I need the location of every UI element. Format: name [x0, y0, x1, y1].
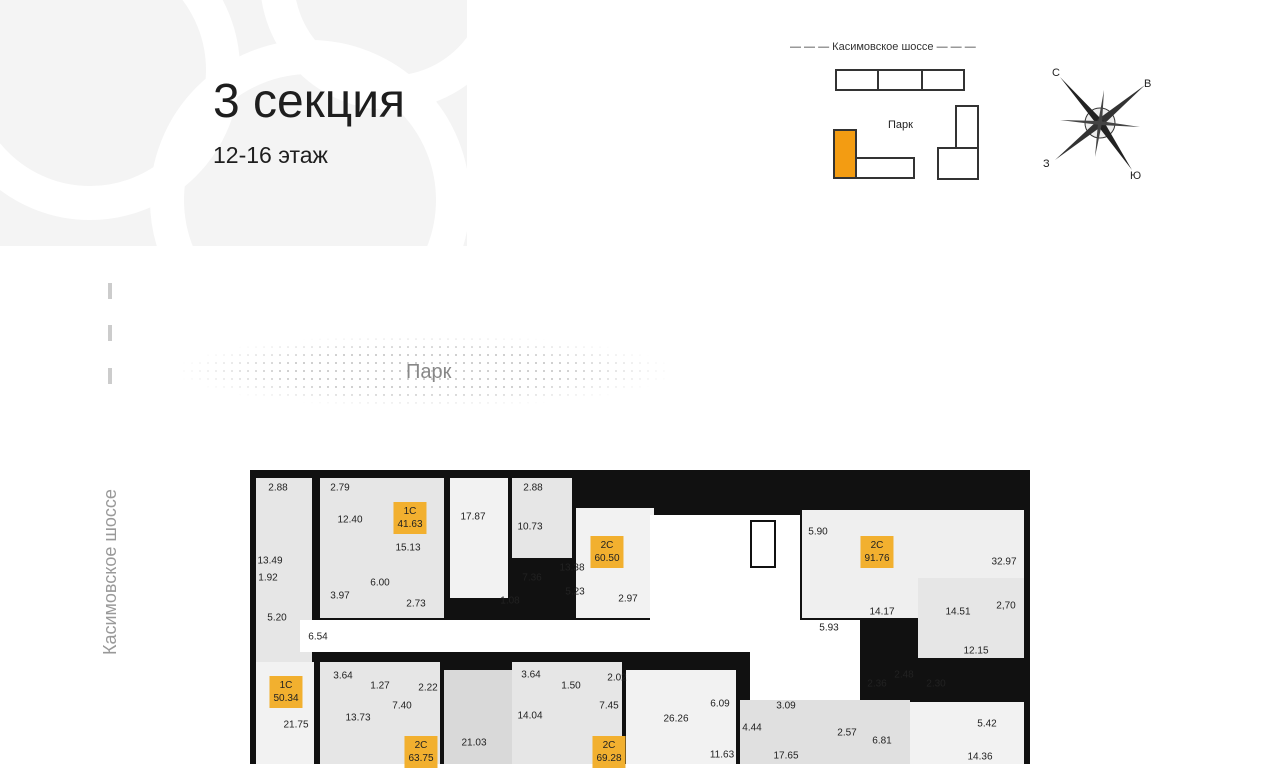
room-area: 3.09 [776, 700, 796, 712]
room-area: 7.45 [599, 700, 619, 712]
compass-north: С [1052, 67, 1060, 79]
road-label: Касимовское шоссе [100, 489, 120, 655]
minimap-park: Парк [888, 119, 913, 131]
road-dash [108, 325, 112, 341]
room-area: 17.65 [773, 750, 799, 762]
room-area: 2,70 [996, 600, 1016, 612]
apartment-area: 91.76 [864, 553, 890, 564]
apartment-area: 69.28 [596, 753, 622, 764]
room-area: 6.54 [308, 631, 328, 643]
section-title: 3 секция [213, 75, 406, 128]
apartment-badge-1c-50[interactable]: 1С 50.34 [269, 676, 303, 708]
room-area: 2.22 [418, 682, 438, 694]
decorative-pattern [0, 0, 467, 246]
apartment-type: 1С [403, 506, 417, 517]
room-area: 1.92 [258, 572, 278, 584]
room-area: 5.20 [267, 612, 287, 624]
room-area: 3.64 [521, 669, 541, 681]
room-area: 3.64 [333, 670, 353, 682]
room-area: 2.97 [618, 593, 638, 605]
apartment-badge-2c-69[interactable]: 2С 69.28 [592, 736, 626, 768]
room-area: 7.40 [392, 700, 412, 712]
room-area: 6.09 [710, 698, 730, 710]
room-area: 2.88 [523, 482, 543, 494]
room-area: 6.81 [872, 735, 892, 747]
room-area: 6.00 [370, 577, 390, 589]
road-dash [108, 368, 112, 384]
building-east [955, 105, 979, 155]
floor-range: 12-16 этаж [213, 142, 328, 168]
room-area: 21.03 [461, 737, 487, 749]
room-area: 2.02 [607, 672, 627, 684]
building-north [835, 69, 965, 91]
room-area: 3.97 [330, 590, 350, 602]
apartment-area: 60.50 [594, 553, 620, 564]
room-area: 5.90 [808, 526, 828, 538]
room-area: 12.40 [337, 514, 363, 526]
room-area: 21.75 [283, 719, 309, 731]
site-minimap: — — — Касимовское шоссе — — — Парк [790, 35, 1020, 195]
apartment-area: 41.63 [397, 519, 423, 530]
room-area: 13.49 [257, 555, 283, 567]
room-area: 2.79 [330, 482, 350, 494]
apartment-area: 63.75 [408, 753, 434, 764]
apartment-badge-2c-63[interactable]: 2С 63.75 [404, 736, 438, 768]
room-area: 15.13 [395, 542, 421, 554]
room-area: 14.51 [945, 606, 971, 618]
room-area: 14.36 [967, 751, 993, 763]
apartment-type: 2С [600, 540, 614, 551]
compass-west: З [1043, 158, 1050, 170]
room-area: 1.08 [500, 595, 520, 607]
room-area: 14.17 [869, 606, 895, 618]
room-area: 2.48 [894, 669, 914, 681]
apartment-badge-2c-91[interactable]: 2С 91.76 [860, 536, 894, 568]
building-south-west [855, 157, 915, 179]
room-area: 12.15 [963, 645, 989, 657]
room-area: 2.73 [406, 598, 426, 610]
park-dots [180, 335, 670, 407]
compass-rose: С В З Ю [1040, 65, 1160, 190]
park-label: Парк [406, 361, 452, 383]
room-area: 5.93 [819, 622, 839, 634]
room-area: 2.30 [926, 678, 946, 690]
room-area: 26.26 [663, 713, 689, 725]
compass-icon [1055, 77, 1145, 170]
room-area: 1.50 [561, 680, 581, 692]
room-area: 2.36 [867, 678, 887, 690]
apartment-badge-1c-41[interactable]: 1С 41.63 [393, 502, 427, 534]
room-area: 11.63 [709, 749, 735, 761]
room-area: 14.04 [517, 710, 543, 722]
room-area: 2.88 [268, 482, 288, 494]
apartment-type: 1С [279, 680, 293, 691]
compass-south: Ю [1130, 170, 1142, 182]
room-area: 7.36 [522, 572, 542, 584]
room-area: 4.44 [742, 722, 762, 734]
apartment-type: 2С [870, 540, 884, 551]
room-area: 17.87 [460, 511, 486, 523]
room-area: 5.23 [565, 586, 585, 598]
floor-plan [250, 470, 1030, 764]
compass-east: В [1144, 78, 1152, 90]
apartment-badge-2c-60[interactable]: 2С 60.50 [590, 536, 624, 568]
room-area: 13.38 [559, 562, 585, 574]
apartment-type: 2С [602, 740, 616, 751]
room-area: 2.57 [837, 727, 857, 739]
room-area: 10.73 [517, 521, 543, 533]
apartment-type: 2С [414, 740, 428, 751]
room-area: 32.97 [991, 556, 1017, 568]
building-section-3-highlight [833, 129, 857, 179]
apartment-area: 50.34 [273, 693, 299, 704]
room-area: 5.42 [977, 718, 997, 730]
room-area: 1.27 [370, 680, 390, 692]
minimap-road: — — — Касимовское шоссе — — — [790, 41, 976, 53]
road-dash [108, 283, 112, 299]
room-area: 13.73 [345, 712, 371, 724]
